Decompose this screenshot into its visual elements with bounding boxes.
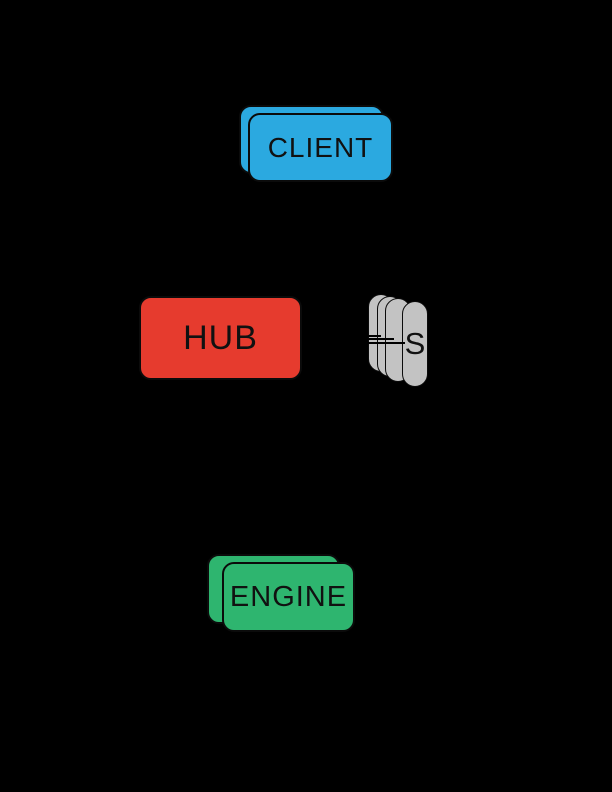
hub-scheduler-connector-segment-1 (368, 335, 381, 337)
engine-node: ENGINE (222, 562, 355, 632)
engine-node-label: ENGINE (229, 580, 348, 613)
hub-node-label: HUB (183, 319, 258, 357)
hub-scheduler-connector-segment-3 (368, 342, 405, 344)
hub-node: HUB (139, 296, 302, 380)
client-node: CLIENT (248, 113, 393, 182)
scheduler-node-label: S (404, 326, 426, 361)
hub-scheduler-connector-segment-2 (368, 338, 394, 340)
client-node-label: CLIENT (267, 131, 374, 163)
scheduler-node: S (402, 301, 428, 387)
